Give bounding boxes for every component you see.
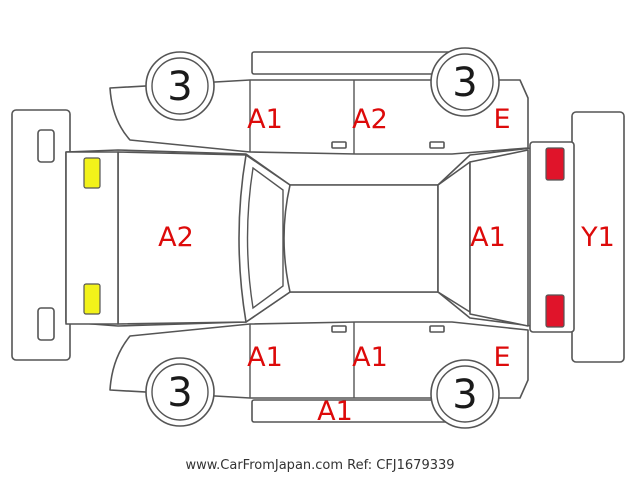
top-roof-rail: [251, 51, 453, 75]
label-bottom-rear-quarter: E: [493, 342, 510, 373]
wheel-front-left: [145, 51, 215, 121]
wheel-front-right: [145, 357, 215, 427]
label-hood: A2: [158, 222, 194, 253]
bottom-rear-door-handle: [429, 325, 445, 333]
top-rear-door-handle: [429, 141, 445, 149]
label-bottom-front-door: A1: [247, 342, 283, 373]
label-top-rear-quarter: E: [493, 104, 510, 135]
wheel-front-right-rim: [151, 363, 209, 421]
label-trunk: A1: [470, 222, 506, 253]
windshield: [238, 154, 291, 323]
label-top-rear-door: A2: [352, 104, 388, 135]
wheel-rear-right: [430, 359, 500, 429]
roof-panel: [283, 184, 439, 293]
top-side-body: [109, 79, 529, 155]
headlight-left-marker: [83, 157, 101, 189]
bottom-front-door-handle: [331, 325, 347, 333]
taillight-bottom-marker: [545, 294, 565, 328]
watermark-text: www.CarFromJapan.com Ref: CFJ1679339: [185, 458, 455, 473]
top-front-door-handle: [331, 141, 347, 149]
bottom-side-body: [109, 321, 529, 399]
trunk-panel: [469, 149, 529, 327]
wheel-rear-left: [430, 47, 500, 117]
label-top-front-door: A1: [247, 104, 283, 135]
label-rocker: A1: [317, 396, 353, 427]
headlight-right-marker: [83, 283, 101, 315]
label-bottom-rear-door: A1: [352, 342, 388, 373]
wheel-rear-right-grade: 3: [452, 372, 477, 418]
rear-window: [437, 161, 471, 313]
rear-fascia: [529, 141, 575, 333]
wheel-front-left-grade: 3: [167, 64, 192, 110]
windshield-inner: [246, 166, 284, 310]
wheel-rear-right-rim: [436, 365, 494, 423]
wheel-rear-left-rim: [436, 53, 494, 111]
label-rear-bumper: Y1: [580, 222, 615, 253]
wheel-front-left-rim: [151, 57, 209, 115]
taillight-top-marker: [545, 147, 565, 181]
wheel-front-right-grade: 3: [167, 370, 192, 416]
wheel-rear-left-grade: 3: [452, 60, 477, 106]
front-bumper-slot-top: [37, 129, 55, 163]
front-bumper-slot-bottom: [37, 307, 55, 341]
